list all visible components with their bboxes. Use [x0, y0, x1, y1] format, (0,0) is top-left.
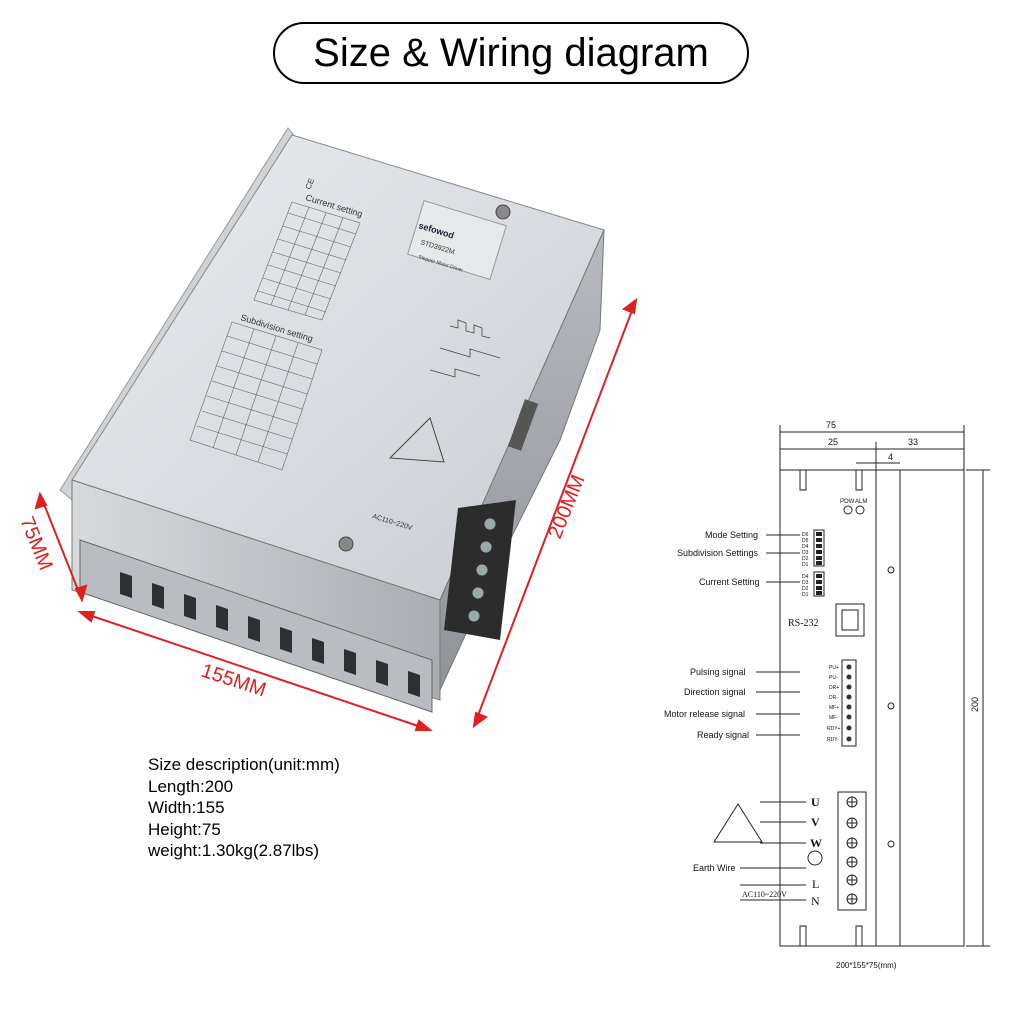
schematic-caption: 200*155*75(mm): [836, 961, 897, 970]
dip-switch-segments: [816, 532, 822, 595]
svg-text:D6: D6: [802, 532, 809, 538]
motor-release-signal-label: Motor release signal: [664, 709, 745, 719]
svg-text:D1: D1: [802, 562, 809, 568]
svg-text:D4: D4: [802, 544, 809, 550]
svg-text:V: V: [811, 815, 820, 829]
size-description: Size description(unit:mm) Length:200 Wid…: [148, 754, 340, 862]
pow-indicator-label: POW: [840, 499, 855, 505]
dim-height: 200: [970, 697, 980, 712]
current-table: [253, 201, 361, 321]
alm-indicator-label: ALM: [855, 499, 867, 505]
ce-mark: CE: [304, 177, 317, 191]
driver-outline: [779, 469, 965, 947]
dim-total-width: 75: [826, 420, 836, 430]
product-photo: CE Current setting Subdivision setting s…: [15, 127, 638, 731]
signal-pin-labels: PU+ PU- DR+ DR- MF+ MF- RDY+ RDY-: [827, 665, 841, 743]
svg-text:N: N: [811, 894, 820, 908]
subdivision-table: [189, 321, 323, 471]
svg-text:D3: D3: [802, 550, 809, 556]
power-terminal-screws: [846, 796, 858, 905]
spec-heading: Size description(unit:mm): [148, 755, 340, 774]
svg-text:U: U: [811, 795, 820, 809]
terminal-block: [444, 500, 516, 640]
svg-text:W: W: [810, 836, 822, 850]
supply-voltage-label: AC110~220V: [742, 890, 787, 899]
dim-right-part: 33: [908, 437, 918, 447]
pulsing-signal-label: Pulsing signal: [690, 667, 746, 677]
leader-lines: [713, 534, 806, 901]
dim-small: 4: [888, 452, 893, 462]
rs232-label: RS-232: [788, 618, 819, 629]
svg-text:RDY-: RDY-: [827, 737, 839, 743]
power-terminal-labels: U V W L N: [810, 795, 822, 908]
svg-text:DR+: DR+: [829, 685, 839, 691]
dim-left-part: 25: [828, 437, 838, 447]
svg-text:L: L: [812, 877, 819, 891]
svg-text:DR-: DR-: [829, 695, 838, 701]
spec-weight: weight:1.30kg(2.87lbs): [148, 841, 320, 860]
svg-text:D2: D2: [802, 556, 809, 562]
title-text: Size & Wiring diagram: [313, 30, 709, 75]
ready-signal-label: Ready signal: [697, 730, 749, 740]
spec-length: Length:200: [148, 776, 234, 796]
svg-text:D4: D4: [802, 574, 809, 580]
svg-text:D1: D1: [802, 592, 809, 598]
spec-width: Width:155: [148, 798, 225, 817]
dimension-arrows: [34, 297, 638, 731]
svg-text:D3: D3: [802, 580, 809, 586]
spec-height: Height:75: [148, 819, 221, 839]
waveforms: [429, 319, 501, 378]
earth-wire-label: Earth Wire: [693, 863, 736, 873]
svg-text:D5: D5: [802, 538, 809, 544]
svg-text:RDY+: RDY+: [827, 726, 841, 732]
direction-signal-label: Direction signal: [684, 687, 746, 697]
motor-triangle: [388, 417, 445, 463]
svg-text:D2: D2: [802, 586, 809, 592]
signal-pin-dots: [846, 664, 852, 742]
mode-setting-label: Mode Setting: [705, 530, 758, 540]
page-title: Size & Wiring diagram: [273, 22, 749, 84]
svg-text:MF-: MF-: [829, 715, 838, 721]
dip-pin-labels: D6 D5 D4 D3 D2 D1 D4 D3 D2 D1: [802, 532, 809, 598]
svg-text:MF+: MF+: [829, 705, 839, 711]
svg-text:PU+: PU+: [829, 665, 839, 671]
subdivision-settings-label: Subdivision Settings: [677, 548, 759, 558]
current-setting-label: Current Setting: [699, 577, 760, 587]
svg-text:PU-: PU-: [829, 675, 838, 681]
